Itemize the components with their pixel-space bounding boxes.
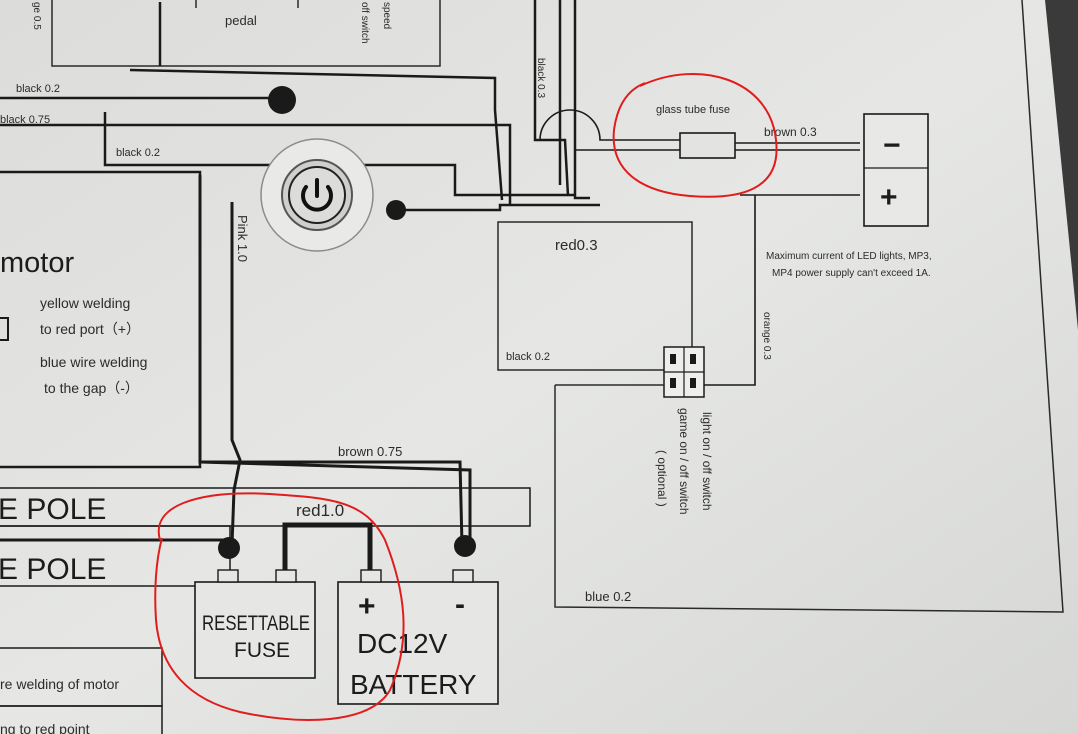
- light-game-switches: [663, 346, 705, 398]
- left-edge-label: ge 0.5: [31, 2, 42, 30]
- glass-fuse-label: glass tube fuse: [656, 104, 730, 116]
- blue-wire-outline: [554, 0, 1064, 613]
- annotation-circle-resettable-fuse: [154, 492, 405, 721]
- wire-label-black-02-mid: black 0.2: [116, 147, 160, 159]
- wire-label-red-03: red0.3: [555, 237, 598, 254]
- pedal-label: pedal: [225, 13, 257, 28]
- fuse-terminal-node: [218, 537, 240, 559]
- battery-label-2: BATTERY: [350, 669, 477, 700]
- pink-wire: [230, 202, 242, 546]
- brown-wire-outer: [199, 460, 472, 545]
- terminal-minus: −: [883, 129, 901, 162]
- motor-note-2: to red port（+）: [40, 321, 140, 337]
- motor-note-1: yellow welding: [40, 295, 130, 311]
- switch-note-light: light on / off switch: [700, 412, 714, 511]
- fuse-label-2: FUSE: [234, 639, 290, 662]
- pole-label-2: E POLE: [0, 553, 106, 586]
- wire-label-brown-075: brown 0.75: [338, 444, 402, 459]
- switch-note-game: game on / off switch: [677, 408, 691, 515]
- switch-note-optional: ( optional ): [655, 450, 669, 507]
- power-icon: [301, 185, 333, 212]
- wire-label-orange-03: orange 0.3: [761, 312, 772, 360]
- wire-bundle-top: [0, 0, 590, 205]
- annotation-circle-glass-fuse: [612, 73, 778, 198]
- pole-label-1: E POLE: [0, 493, 106, 526]
- max-current-note-1: Maximum current of LED lights, MP3,: [766, 251, 932, 262]
- brown-wire-inner: [198, 175, 464, 546]
- wire-label-black-075: black 0.75: [0, 114, 50, 126]
- motor-port: [0, 317, 9, 341]
- resettable-fuse: [194, 569, 316, 679]
- motor-label: motor: [0, 247, 74, 279]
- motor-note-3: blue wire welding: [40, 354, 147, 370]
- terminal-plus: +: [880, 181, 898, 214]
- fuse-wiring: [539, 109, 860, 386]
- red-jumper-wire: [282, 522, 373, 570]
- glass-tube-fuse: [679, 132, 736, 159]
- battery-minus: -: [455, 588, 465, 621]
- max-current-note-2: MP4 power supply can't exceed 1A.: [772, 268, 931, 279]
- motor-box-note-2: ng to red point: [0, 721, 90, 734]
- power-switch: [260, 138, 374, 252]
- wire-label-black-02-top: black 0.2: [16, 83, 60, 95]
- wire-label-brown-03: brown 0.3: [764, 125, 817, 139]
- accessory-terminal-box: [863, 113, 929, 227]
- motor-box-note-1: re welding of motor: [0, 676, 119, 692]
- pedal-box: [51, 0, 441, 67]
- red-wire-box: [497, 221, 693, 371]
- wire-label-black-03: black 0.3: [535, 58, 546, 98]
- wire-label-red-10: red1.0: [296, 501, 344, 520]
- splice-node-top: [268, 86, 296, 114]
- battery-plus: +: [358, 590, 376, 623]
- battery: [337, 569, 499, 705]
- wire-label-black-02-box: black 0.2: [506, 351, 550, 363]
- fuse-label-1: RESETTABLE: [202, 612, 310, 635]
- motor-note-4: to the gap（-）: [44, 380, 139, 396]
- wire-label-pink-10: Pink 1.0: [235, 215, 250, 262]
- battery-terminal-node: [454, 535, 476, 557]
- wire-label-blue-02: blue 0.2: [585, 589, 631, 604]
